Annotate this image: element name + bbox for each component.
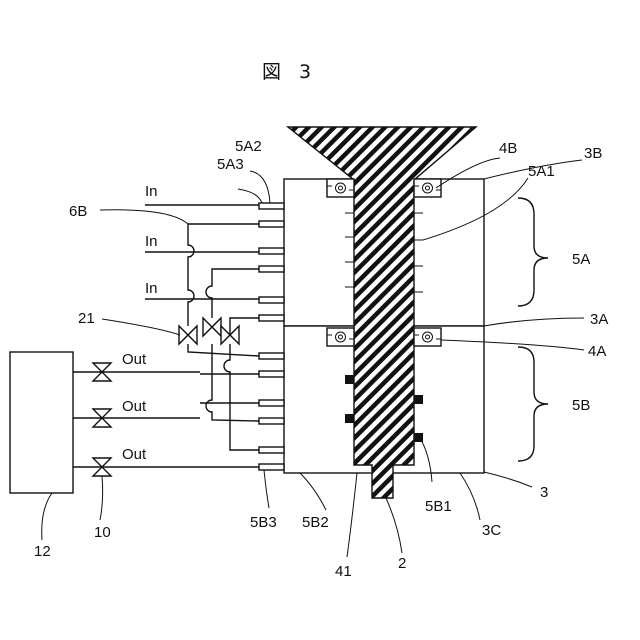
label-3A: 3A [590, 311, 608, 328]
label-outlet-3: Out [122, 446, 147, 463]
bearing-lower-left [327, 328, 354, 346]
label-5A: 5A [572, 251, 590, 268]
brace-5B [518, 347, 548, 461]
label-inlet-3: In [145, 280, 158, 297]
bearing-lower-right [414, 328, 441, 346]
port-stubs [259, 203, 284, 470]
label-outlet-1: Out [122, 351, 147, 368]
label-5A2: 5A2 [235, 138, 262, 155]
label-5A3: 5A3 [217, 156, 244, 173]
bearing-upper-right [414, 179, 441, 197]
label-5B2: 5B2 [302, 514, 329, 531]
inlet-lines [145, 205, 259, 299]
label-inlet-2: In [145, 233, 158, 250]
label-4A: 4A [588, 343, 606, 360]
brace-5A [518, 198, 548, 306]
outlet-valves-10 [93, 363, 111, 476]
external-unit-box [10, 352, 73, 493]
figure-title: 図 3 [262, 61, 317, 83]
label-12: 12 [34, 543, 51, 560]
label-5A1: 5A1 [528, 163, 555, 180]
label-inlet-1: In [145, 183, 158, 200]
label-5B: 5B [572, 397, 590, 414]
label-3: 3 [540, 484, 548, 501]
label-2: 2 [398, 555, 406, 572]
label-3C: 3C [482, 522, 501, 539]
label-10: 10 [94, 524, 111, 541]
bearing-upper-left [327, 179, 354, 197]
label-41: 41 [335, 563, 352, 580]
label-21: 21 [78, 310, 95, 327]
label-6B: 6B [69, 203, 87, 220]
label-3B: 3B [584, 145, 602, 162]
label-5B1: 5B1 [425, 498, 452, 515]
label-4B: 4B [499, 140, 517, 157]
label-5B3: 5B3 [250, 514, 277, 531]
label-outlet-2: Out [122, 398, 147, 415]
